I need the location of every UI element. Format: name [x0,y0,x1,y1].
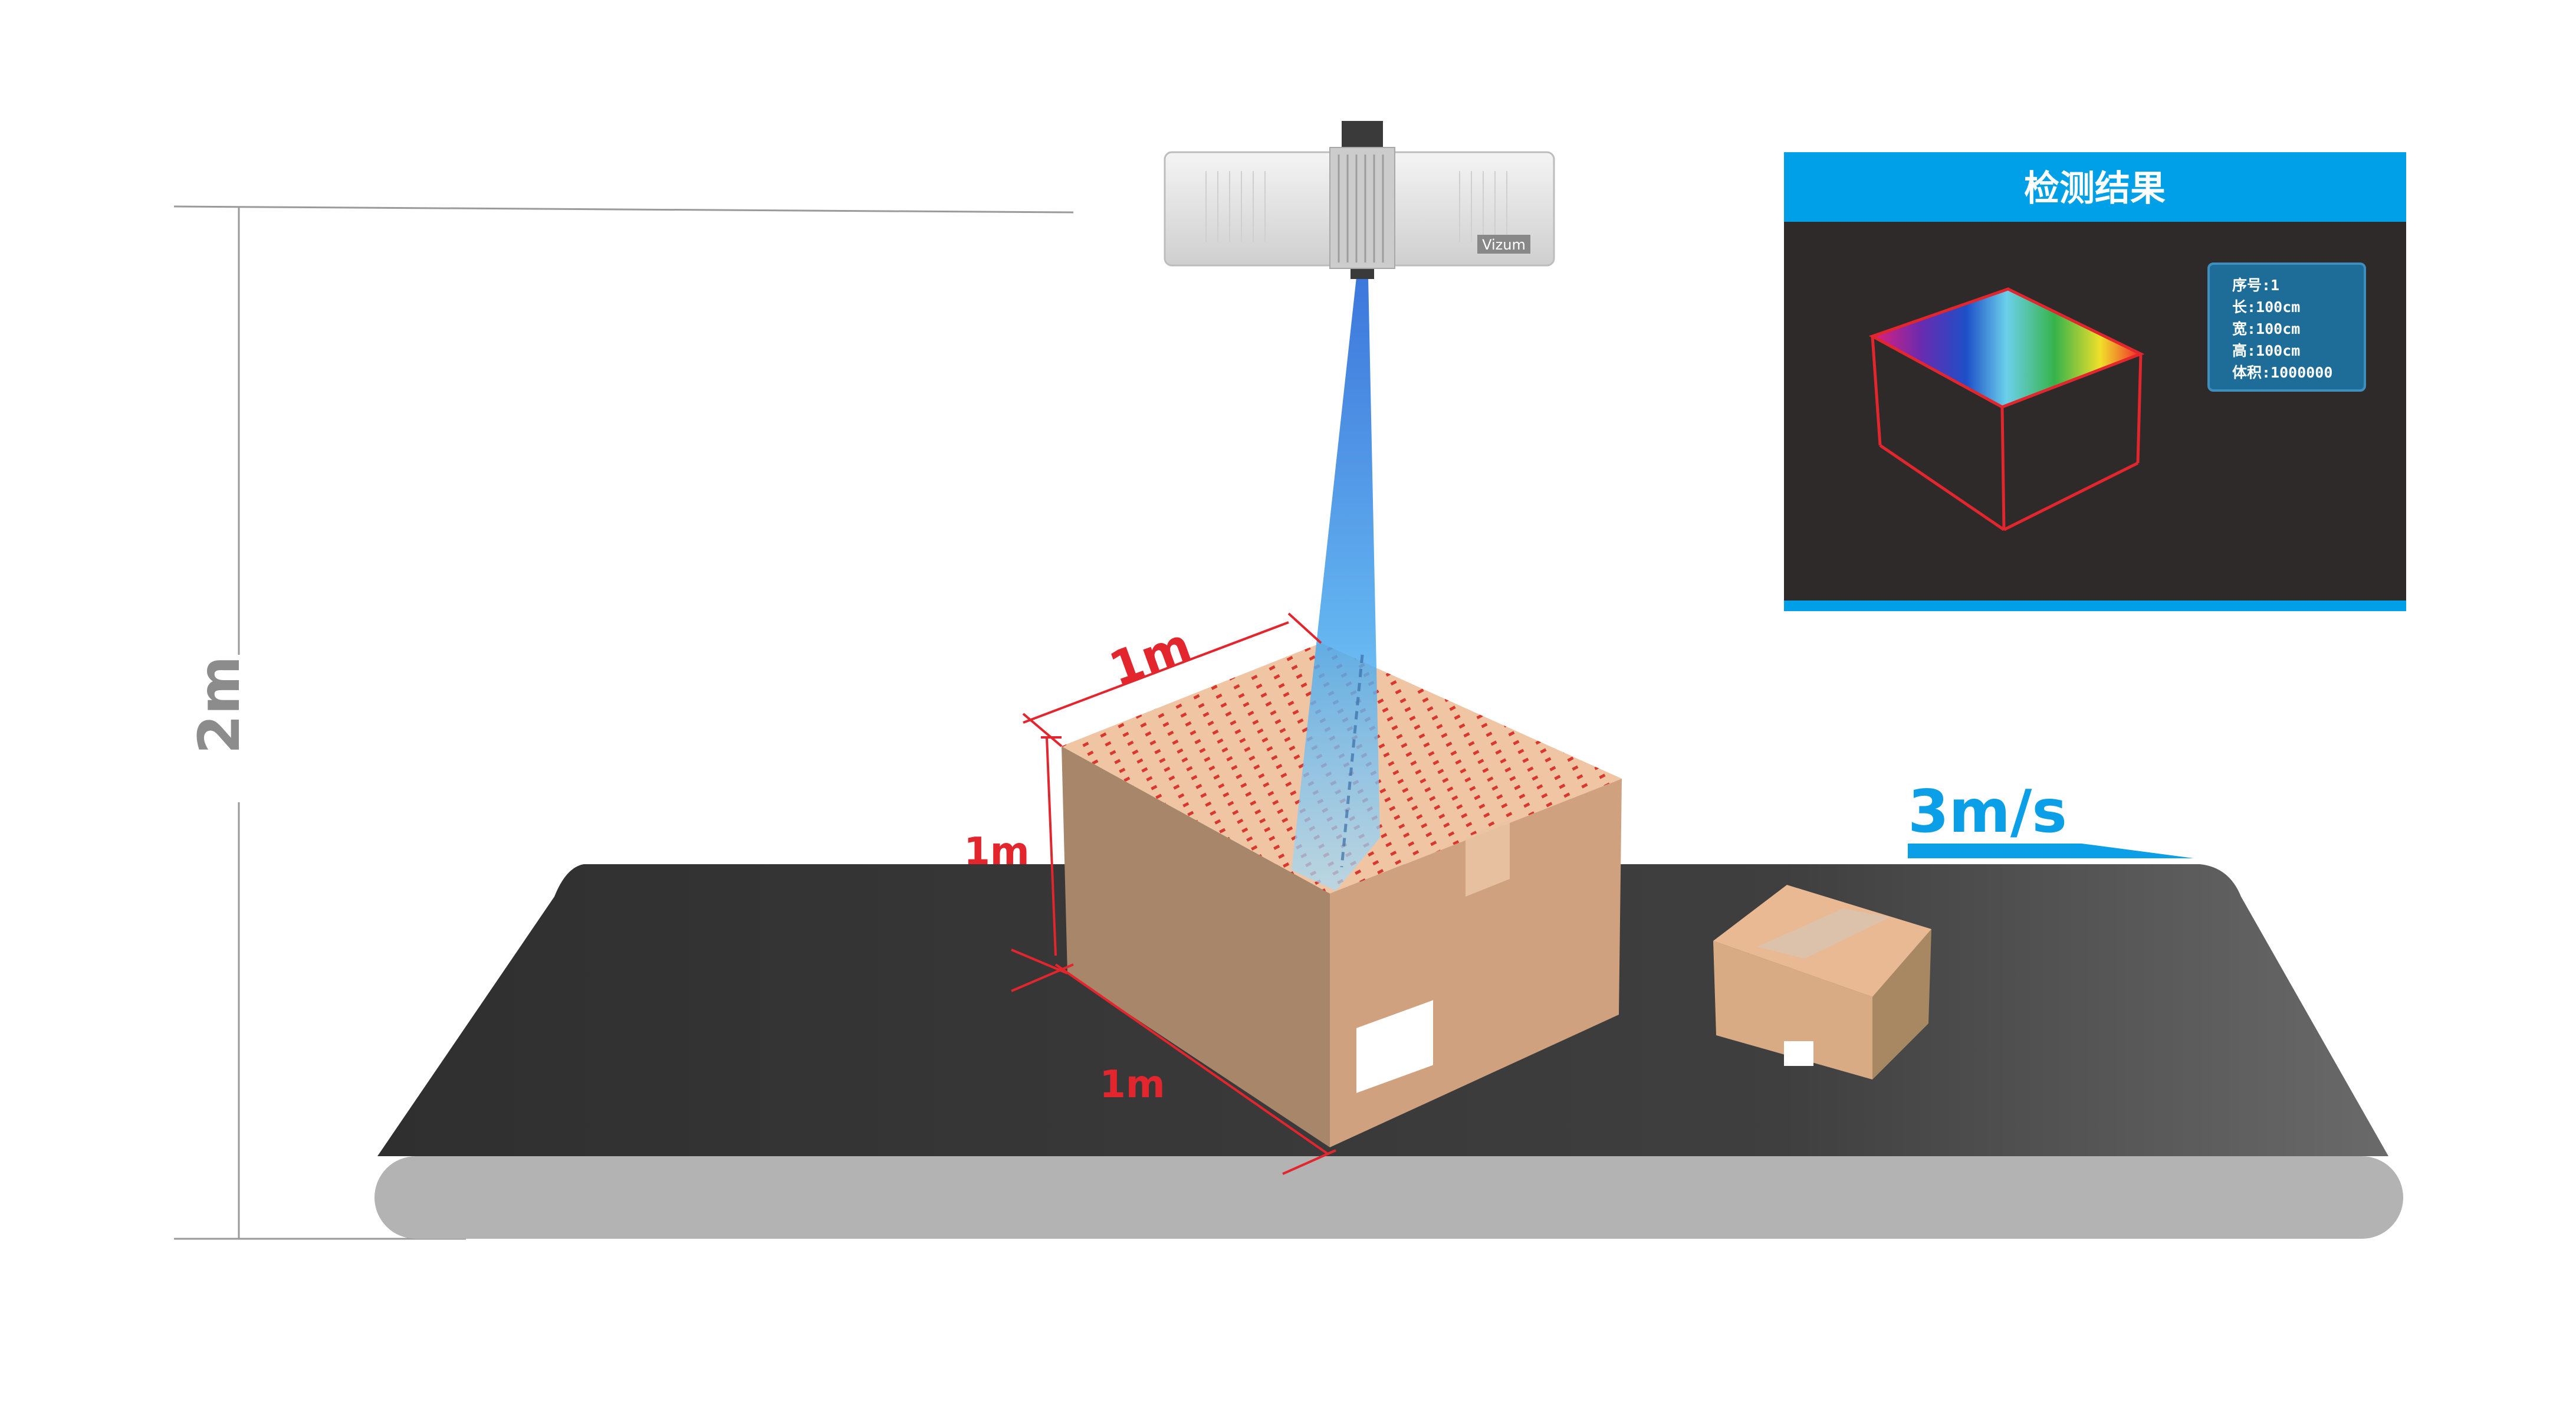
height-label: 2m [186,656,252,754]
info-line-height: 高:100cm [2232,342,2300,359]
box-depth-label: 1m [1099,1063,1165,1107]
result-panel: 检测结果 序号:1 长:100cm 宽:100cm 高:100cm 体积:100… [1784,152,2406,611]
height-top-line [173,205,1074,214]
speed-arrow-icon [1908,844,2194,858]
belt-roller [374,1156,2403,1239]
small-box-left-face [1713,941,1872,1080]
large-box-label [1356,1000,1433,1093]
measurement-info-box [2207,263,2366,392]
info-line-width: 宽:100cm [2232,320,2300,337]
wireframe-cube-icon [1868,287,2145,531]
info-line-serial: 序号:1 [2232,277,2279,294]
scan-beam-icon [1292,277,1380,891]
small-box-label [1784,1041,1813,1066]
scan-beam-dashed [1340,654,1364,868]
box-height-label: 1m [964,830,1029,874]
speed-label: 3m/s [1908,777,2067,846]
camera-brand-plate [1477,235,1530,254]
small-box-right-face [1872,929,1931,1080]
3d-camera-icon: Vizum [1164,121,1555,279]
info-line-length: 长:100cm [2232,298,2300,316]
result-panel-title: 检测结果 [2024,168,2166,209]
large-box-left-face [1062,746,1330,1147]
camera-brand: Vizum [1482,237,1526,253]
small-box [1713,885,1931,1080]
result-panel-footer [1784,601,2406,611]
result-panel-header [1784,152,2406,222]
info-line-volume: 体积:1000000 [2232,364,2332,381]
dimension-lines [1011,612,1336,1175]
box-top-width-label: 1m [1102,618,1198,697]
small-box-tape [1757,908,1890,959]
large-box-tape [1466,820,1510,897]
